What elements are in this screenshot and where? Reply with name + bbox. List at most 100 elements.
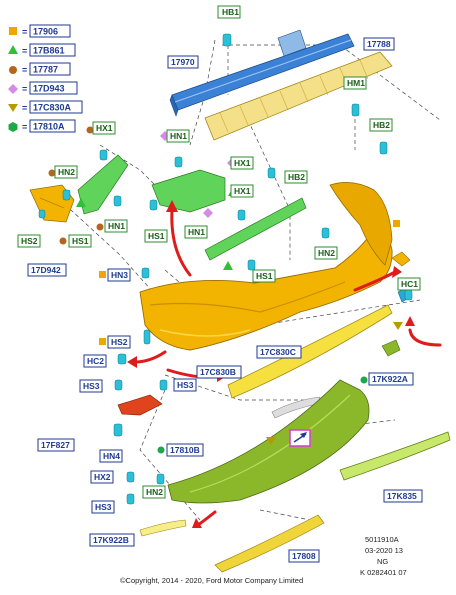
svg-text:HN3: HN3 xyxy=(111,270,128,280)
label-hn3: HN3 xyxy=(107,268,131,282)
legend: = 17906 = 17B861 = 17787 = 17D943 = 17C8… xyxy=(8,24,83,133)
reinforcement-beam xyxy=(169,29,355,117)
diagram-ref: K 0282401 07 xyxy=(360,568,407,577)
label-hn2-left: HN2 xyxy=(54,165,78,179)
label-17c830c: 17C830C xyxy=(256,345,302,359)
label-hs1-c: HS1 xyxy=(252,269,276,283)
svg-text:HN2: HN2 xyxy=(58,167,75,177)
svg-text:17C830B: 17C830B xyxy=(200,367,236,377)
side-skirt-strip xyxy=(339,431,451,481)
green-brackets xyxy=(77,154,307,261)
legend-code: 17C830A xyxy=(33,103,72,113)
label-17d942: 17D942 xyxy=(27,263,67,277)
svg-text:17D942: 17D942 xyxy=(31,265,61,275)
legend-item-17c830a: = 17C830A xyxy=(8,100,83,114)
label-hs3-c: HS3 xyxy=(91,500,115,514)
label-hc2: HC2 xyxy=(83,354,107,368)
label-hs1-a: HS1 xyxy=(144,229,168,243)
label-hx1-left: HX1 xyxy=(92,121,116,135)
label-hx2: HX2 xyxy=(90,470,114,484)
label-17c830b: 17C830B xyxy=(196,365,242,379)
svg-text:HN1: HN1 xyxy=(108,221,125,231)
label-17810b: 17810B xyxy=(166,443,204,457)
legend-item-17906: = 17906 xyxy=(9,24,71,38)
label-17808: 17808 xyxy=(288,549,320,563)
svg-text:17K922B: 17K922B xyxy=(93,535,129,545)
svg-text:HB2: HB2 xyxy=(373,120,390,130)
legend-code: 17B861 xyxy=(33,46,65,56)
lower-trim-strip xyxy=(227,304,393,399)
copyright: ©Copyright, 2014 - 2020, Ford Motor Comp… xyxy=(120,576,303,585)
label-hn1-b: HN1 xyxy=(104,219,128,233)
label-hs1-b: HS1 xyxy=(68,234,92,248)
diagram-date: 03-2020 13 xyxy=(365,546,403,555)
svg-text:HN1: HN1 xyxy=(170,131,187,141)
svg-text:=: = xyxy=(22,84,27,94)
label-17788: 17788 xyxy=(363,37,395,51)
bumper-cover xyxy=(139,182,393,351)
diagram-region: NG xyxy=(377,557,388,566)
red-arrow-heads xyxy=(127,200,415,528)
svg-text:HS3: HS3 xyxy=(83,381,100,391)
legend-item-17b861: = 17B861 xyxy=(8,43,76,57)
svg-text:=: = xyxy=(22,46,27,56)
label-hn4: HN4 xyxy=(99,449,123,463)
label-hn2-right: HN2 xyxy=(314,246,338,260)
svg-text:17K835: 17K835 xyxy=(387,491,417,501)
svg-text:HC2: HC2 xyxy=(87,356,104,366)
info-pictogram xyxy=(289,429,311,447)
legend-item-17d943: = 17D943 xyxy=(8,81,78,95)
label-hn1-a: HN1 xyxy=(166,129,190,143)
svg-text:HB1: HB1 xyxy=(222,7,239,17)
diagram-code: 5011910A xyxy=(365,535,399,544)
svg-text:=: = xyxy=(22,103,27,113)
svg-text:HC1: HC1 xyxy=(401,279,418,289)
label-hm1: HM1 xyxy=(343,76,367,90)
svg-text:17970: 17970 xyxy=(171,57,195,67)
svg-text:HS1: HS1 xyxy=(72,236,89,246)
legend-code: 17787 xyxy=(33,65,58,75)
green-labels: HB1 HM1 HB2 HB2 HX1 HN1 HX1 HX1 HN2 HN1 … xyxy=(17,5,421,499)
rear-diffuser xyxy=(167,379,370,504)
svg-text:HX1: HX1 xyxy=(96,123,113,133)
svg-text:17810B: 17810B xyxy=(170,445,200,455)
label-17k835: 17K835 xyxy=(383,489,423,503)
svg-text:HB2: HB2 xyxy=(288,172,305,182)
svg-text:17K922A: 17K922A xyxy=(372,374,408,384)
legend-code: 17810A xyxy=(33,122,65,132)
svg-text:HN1: HN1 xyxy=(188,227,205,237)
fasteners xyxy=(38,33,413,505)
label-hs3-a: HS3 xyxy=(79,379,103,393)
legend-item-17810a: = 17810A xyxy=(8,119,76,133)
label-hs2-mid: HS2 xyxy=(107,335,131,349)
label-hn2-bottom: HN2 xyxy=(142,485,166,499)
svg-text:=: = xyxy=(22,27,27,37)
label-hb2-top: HB2 xyxy=(369,118,393,132)
svg-text:HS1: HS1 xyxy=(148,231,165,241)
blue-labels: 17788 17970 17D942 HN3 HS2 HC2 17C830C 1… xyxy=(27,37,423,563)
label-hb1: HB1 xyxy=(217,5,241,19)
svg-text:HX2: HX2 xyxy=(94,472,111,482)
footer-info: 5011910A 03-2020 13 NG K 0282401 07 ©Cop… xyxy=(120,535,407,585)
svg-text:HX1: HX1 xyxy=(234,158,251,168)
label-hc1: HC1 xyxy=(397,277,421,291)
label-17k922a: 17K922A xyxy=(368,372,414,386)
svg-text:HS2: HS2 xyxy=(111,337,128,347)
svg-text:HS1: HS1 xyxy=(256,271,273,281)
legend-code: 17906 xyxy=(33,27,58,37)
label-hn1-c: HN1 xyxy=(184,225,208,239)
label-17970: 17970 xyxy=(167,55,199,69)
legend-item-17787: = 17787 xyxy=(9,62,71,76)
svg-text:=: = xyxy=(22,65,27,75)
right-small-parts xyxy=(381,251,413,357)
svg-text:HM1: HM1 xyxy=(347,78,365,88)
label-hs3-b: HS3 xyxy=(173,378,197,392)
label-17k922b: 17K922B xyxy=(89,533,135,547)
svg-text:=: = xyxy=(22,122,27,132)
svg-text:HN2: HN2 xyxy=(318,248,335,258)
svg-text:HN2: HN2 xyxy=(146,487,163,497)
svg-text:17808: 17808 xyxy=(292,551,316,561)
label-hs2: HS2 xyxy=(17,234,41,248)
label-hx1-mid: HX1 xyxy=(230,156,254,170)
